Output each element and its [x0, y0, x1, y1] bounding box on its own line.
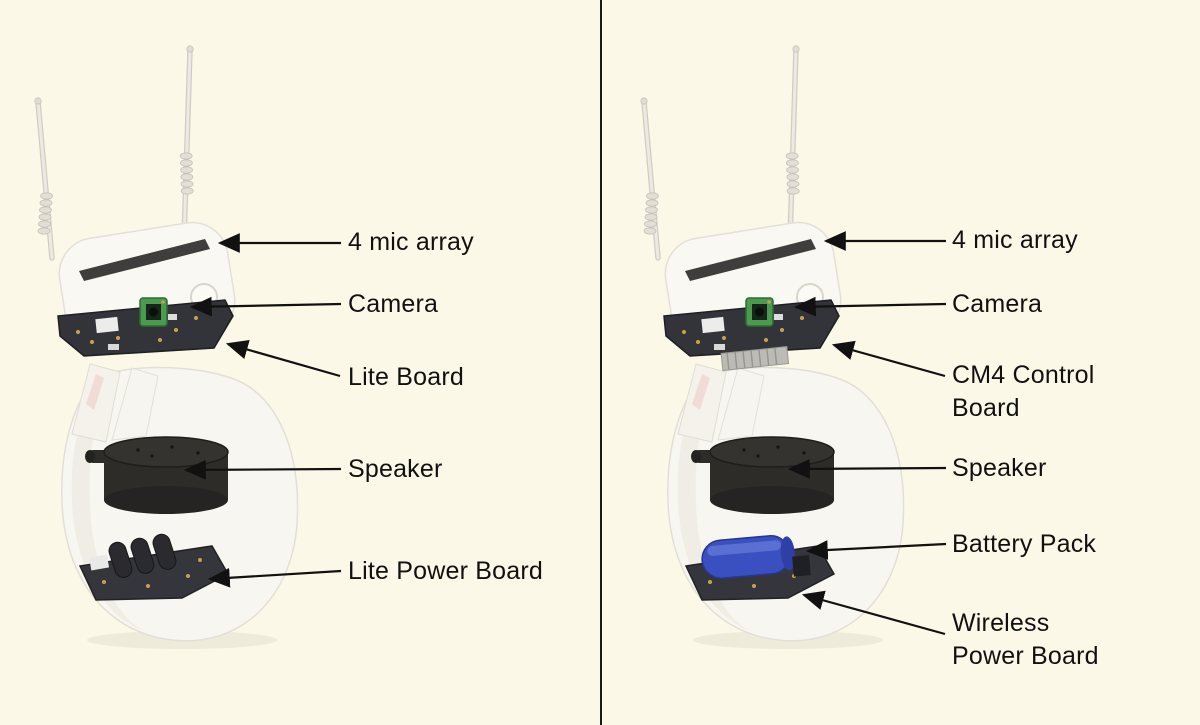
label-battery-pack: Battery Pack: [952, 530, 1097, 558]
lite-power-board-components: [89, 533, 177, 578]
arrow-wireless-power-board: [801, 590, 946, 636]
label-lite-board: Lite Board: [348, 363, 464, 391]
arrow-lite-board: [225, 339, 341, 378]
label-lite-camera: Camera: [348, 290, 439, 318]
arrow-lite-camera: [189, 296, 342, 317]
arrow-cm4-speaker: [787, 458, 947, 479]
arrow-lite-power-board: [207, 567, 342, 588]
arrow-battery-pack: [805, 540, 947, 560]
arrow-cm4-control-board: [831, 340, 946, 378]
panel-divider: [600, 0, 602, 725]
label-lite-power-board: Lite Power Board: [348, 557, 543, 585]
label-lite-mic-array: 4 mic array: [348, 228, 474, 256]
label-cm4-mic-array: 4 mic array: [952, 226, 1078, 254]
label-cm4-control-board: CM4 Control Board: [952, 361, 1095, 422]
battery-pack: [701, 535, 795, 579]
cm4-heatsink: [720, 346, 790, 371]
arrow-lite-speaker: [183, 459, 342, 480]
label-cm4-speaker: Speaker: [952, 454, 1047, 482]
arrow-cm4-camera: [793, 296, 947, 317]
label-wireless-power-board: Wireless Power Board: [952, 609, 1099, 670]
wireless-board-component: [792, 555, 811, 577]
label-lite-speaker: Speaker: [348, 455, 443, 483]
annotation-arrows: [183, 231, 947, 636]
label-cm4-camera: Camera: [952, 290, 1043, 318]
